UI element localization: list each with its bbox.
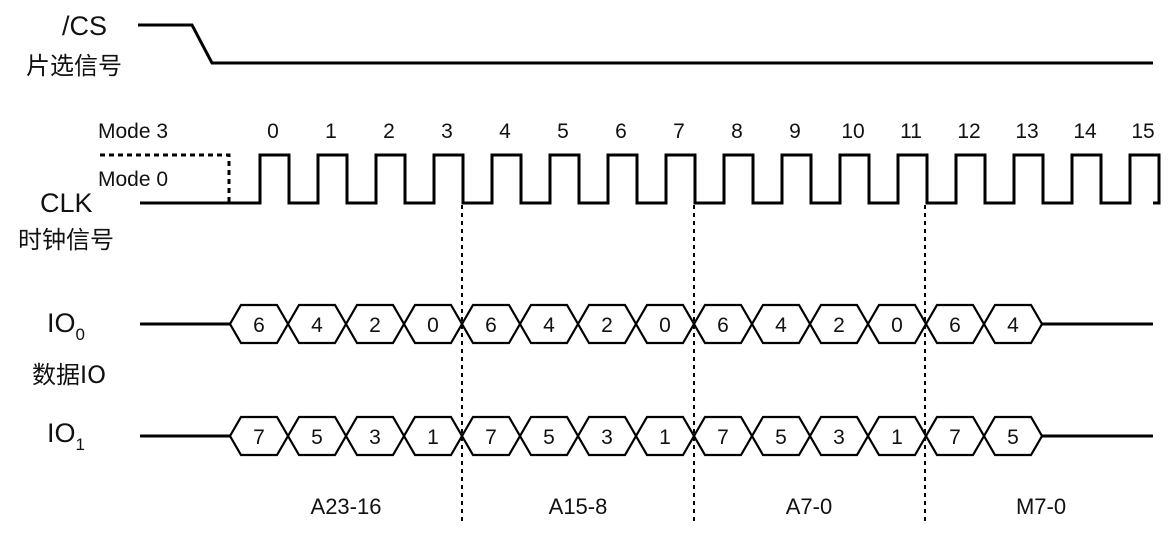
- io1-bit-label: 7: [949, 426, 961, 449]
- io0-bit-label: 2: [833, 314, 845, 337]
- io1-bit-label: 1: [891, 426, 903, 449]
- clock-tick-label: 7: [673, 120, 685, 143]
- io0-bit-label: 6: [485, 314, 497, 337]
- io1-bit-label: 5: [1007, 426, 1019, 449]
- clock-tick-label: 1: [325, 120, 337, 143]
- clk-cn-label: 时钟信号: [18, 226, 114, 254]
- io0-bit-cell: [982, 303, 1044, 345]
- io0-bit-label: 6: [949, 314, 961, 337]
- clk-waveform: [140, 153, 1161, 205]
- io0-bit-label: 4: [311, 314, 323, 337]
- io0-bus: 6 4 2 0 6 4 2 0 6 4 2 0 6 4: [140, 303, 1153, 345]
- io1-bit-label: 5: [311, 426, 323, 449]
- io0-bit-label: 6: [253, 314, 265, 337]
- group-label: A15-8: [549, 494, 608, 519]
- group-label: M7-0: [1016, 494, 1066, 519]
- group-label: A7-0: [786, 494, 832, 519]
- io1-bit-label: 5: [775, 426, 787, 449]
- io1-bit-cell: [982, 415, 1044, 457]
- io1-bit-label: 7: [253, 426, 265, 449]
- io1-bus: 7 5 3 1 7 5 3 1 7 5 3 1 7 5: [140, 415, 1153, 457]
- clock-tick-label: 9: [789, 120, 801, 143]
- clock-tick-label: 15: [1131, 120, 1154, 143]
- io0-bit-label: 6: [717, 314, 729, 337]
- mode3-idle-line: [100, 153, 231, 203]
- data-io-cn-label: 数据IO: [32, 361, 106, 389]
- io0-bit-label: 4: [543, 314, 555, 337]
- io1-bit-label: 3: [369, 426, 381, 449]
- io0-label: IO0: [47, 308, 85, 344]
- clock-tick-label: 0: [267, 120, 279, 143]
- io1-bit-label: 3: [601, 426, 613, 449]
- clock-tick-label: 8: [731, 120, 743, 143]
- clock-tick-label: 2: [383, 120, 395, 143]
- io1-bit-label: 7: [485, 426, 497, 449]
- clock-tick-label: 6: [615, 120, 627, 143]
- clock-tick-label: 5: [557, 120, 569, 143]
- clock-tick-label: 11: [900, 120, 922, 143]
- io0-bit-label: 4: [1007, 314, 1019, 337]
- clock-tick-label: 10: [841, 120, 864, 143]
- group-dividers: [461, 205, 926, 525]
- clock-tick-label: 14: [1073, 120, 1097, 143]
- group-labels: A23-16 A15-8 A7-0 M7-0: [311, 494, 1067, 519]
- cs-cn-label: 片选信号: [26, 52, 122, 80]
- clk-label: CLK: [40, 188, 93, 218]
- io0-bit-label: 0: [659, 314, 671, 337]
- clock-tick-label: 3: [441, 120, 453, 143]
- cs-waveform: [138, 23, 1153, 65]
- io1-bit-label: 3: [833, 426, 845, 449]
- io1-bit-label: 1: [659, 426, 671, 449]
- clock-tick-label: 13: [1015, 120, 1038, 143]
- cs-label: /CS: [62, 11, 107, 41]
- io0-bit-label: 2: [601, 314, 613, 337]
- group-label: A23-16: [311, 494, 382, 519]
- io1-bit-label: 7: [717, 426, 729, 449]
- io1-bit-label: 1: [427, 426, 439, 449]
- mode3-label: Mode 3: [98, 120, 168, 143]
- io0-bit-label: 2: [369, 314, 381, 337]
- io0-bit-label: 0: [891, 314, 903, 337]
- io1-label: IO1: [47, 418, 85, 454]
- io1-bit-label: 5: [543, 426, 555, 449]
- io0-bit-label: 4: [775, 314, 787, 337]
- clock-tick-label: 12: [957, 120, 980, 143]
- clock-tick-label: 4: [499, 120, 511, 143]
- mode0-label: Mode 0: [98, 168, 168, 191]
- io0-bit-label: 0: [427, 314, 439, 337]
